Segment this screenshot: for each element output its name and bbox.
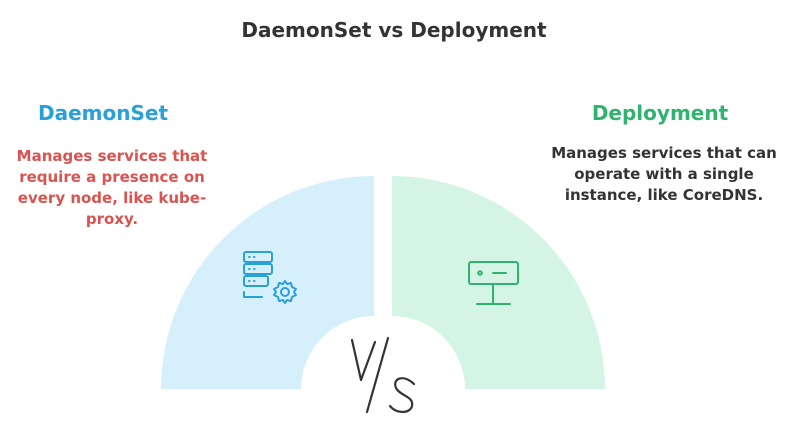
page-title: DaemonSet vs Deployment [241, 18, 547, 42]
server-gear-icon [243, 251, 297, 304]
monitor-icon [468, 261, 519, 305]
daemonset-description: Manages services that require a presence… [16, 147, 208, 228]
vs-label [350, 336, 416, 414]
daemonset-heading: DaemonSet [38, 101, 169, 125]
deployment-panel [392, 176, 605, 389]
deployment-description: Manages services that can operate with a… [551, 144, 777, 204]
deployment-heading: Deployment [591, 101, 729, 125]
